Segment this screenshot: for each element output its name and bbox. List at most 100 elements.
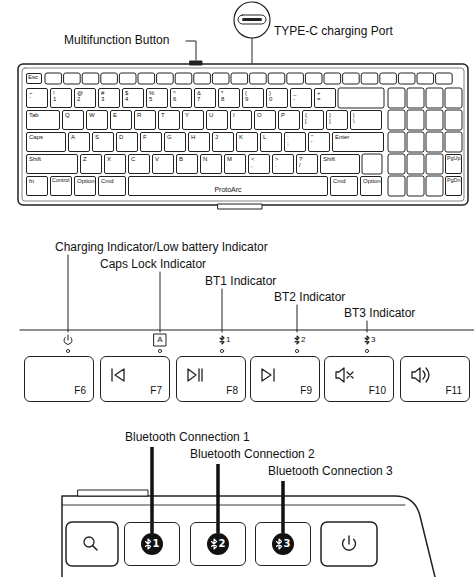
keycap: Caps xyxy=(26,132,66,152)
key-legend: F9 xyxy=(300,386,312,396)
key-legend: E xyxy=(113,112,117,118)
callout-label: BT3 Indicator xyxy=(344,306,415,320)
keycap xyxy=(407,132,424,152)
indicator-number: 3 xyxy=(371,335,375,345)
search-key xyxy=(66,522,118,566)
keycap: E xyxy=(110,110,132,130)
key-legend: _ xyxy=(293,90,296,96)
keycap xyxy=(287,73,304,84)
caps-indicator-icon xyxy=(154,334,166,346)
keycap xyxy=(388,132,405,152)
keycap: R xyxy=(134,110,156,130)
keyboard-body xyxy=(18,64,468,205)
previous-track-icon xyxy=(112,369,124,381)
key-legend: PgUp xyxy=(447,156,461,162)
key-legend: F6 xyxy=(74,386,86,396)
key-legend: Cmd xyxy=(101,178,114,184)
key-legend: N xyxy=(203,156,207,162)
keycap xyxy=(426,88,443,108)
key-legend: > xyxy=(275,156,279,162)
usb-c-port-tongue xyxy=(242,18,262,21)
keycap: PgUp xyxy=(445,154,462,174)
key-legend: F10 xyxy=(369,386,386,396)
key-legend: 6 xyxy=(173,96,176,102)
keycap xyxy=(212,73,229,84)
leader-line xyxy=(252,38,253,63)
key-legend: Y xyxy=(185,112,189,118)
bluetooth-button-disc xyxy=(141,533,294,555)
key-legend: [ xyxy=(305,118,307,124)
key-legend: & xyxy=(197,90,201,96)
keycap xyxy=(101,73,118,84)
keycap: ?/ xyxy=(296,154,318,174)
key-legend: PgDn xyxy=(447,178,461,184)
key-legend: Tab xyxy=(29,112,39,118)
keycap xyxy=(436,73,453,84)
key-legend: \ xyxy=(353,118,355,124)
keycap: Y xyxy=(182,110,204,130)
keycap: V xyxy=(152,154,174,174)
key-legend: # xyxy=(101,90,104,96)
keycap: J xyxy=(212,132,234,152)
keycap xyxy=(361,73,378,84)
keycap: A xyxy=(68,132,90,152)
key-legend: ? xyxy=(299,156,302,162)
key-legend: ! xyxy=(53,90,55,96)
key-legend: < xyxy=(251,156,255,162)
key-legend: Shift xyxy=(323,156,335,162)
keycap: X xyxy=(104,154,126,174)
power-icon xyxy=(343,536,356,550)
multifunction-button xyxy=(190,61,202,65)
key-legend: " xyxy=(311,134,313,140)
keycap: _- xyxy=(290,88,312,108)
keyboard-frame xyxy=(62,505,405,506)
keycap: P xyxy=(278,110,300,130)
keycap xyxy=(250,73,267,84)
key-legend: * xyxy=(221,90,223,96)
keycap: Q xyxy=(62,110,84,130)
key-legend: . xyxy=(275,162,277,168)
key-legend: ( xyxy=(245,90,247,96)
keycap: !1 xyxy=(50,88,72,108)
key-legend: D xyxy=(119,134,123,140)
power-indicator-icon xyxy=(64,335,72,344)
keyboard-frame xyxy=(22,68,464,201)
key-legend: J xyxy=(215,134,218,140)
keycap: I xyxy=(230,110,252,130)
key-legend: Q xyxy=(65,112,70,118)
key-legend: @ xyxy=(77,90,83,96)
keycap: U xyxy=(206,110,228,130)
key-legend: Caps xyxy=(29,134,43,140)
key-legend: K xyxy=(239,134,243,140)
key-legend: M xyxy=(227,156,232,162)
key-legend: F11 xyxy=(446,386,463,396)
callout-label: Bluetooth Connection 3 xyxy=(268,464,393,478)
key-legend: Option xyxy=(77,178,95,184)
key-legend: Cmd xyxy=(333,178,346,184)
key-legend: 7 xyxy=(197,96,200,102)
key-legend: ; xyxy=(287,140,289,146)
key-legend: 1 xyxy=(153,539,160,549)
keycap xyxy=(426,176,443,196)
key-legend: ~ xyxy=(29,90,33,96)
keycap xyxy=(338,88,384,108)
keycap xyxy=(64,73,81,84)
keycap: Shift xyxy=(320,154,360,174)
key-legend: ProtoArc xyxy=(214,186,241,194)
leader-line xyxy=(186,41,196,60)
key-legend: 3 xyxy=(101,96,104,102)
key-legend: 9 xyxy=(245,96,248,102)
key-legend: A xyxy=(71,134,75,140)
key-legend: 8 xyxy=(221,96,224,102)
keycap: $4 xyxy=(122,88,144,108)
keycap: )0 xyxy=(266,88,288,108)
keycap: O xyxy=(254,110,276,130)
keyboard-edge xyxy=(20,329,474,330)
function-key: F7 xyxy=(100,356,170,402)
key-legend: F xyxy=(143,134,147,140)
keycap xyxy=(305,73,322,84)
keycap xyxy=(445,132,462,152)
keycap: M xyxy=(224,154,246,174)
keycap xyxy=(388,110,405,130)
function-key: F11 xyxy=(400,356,470,402)
